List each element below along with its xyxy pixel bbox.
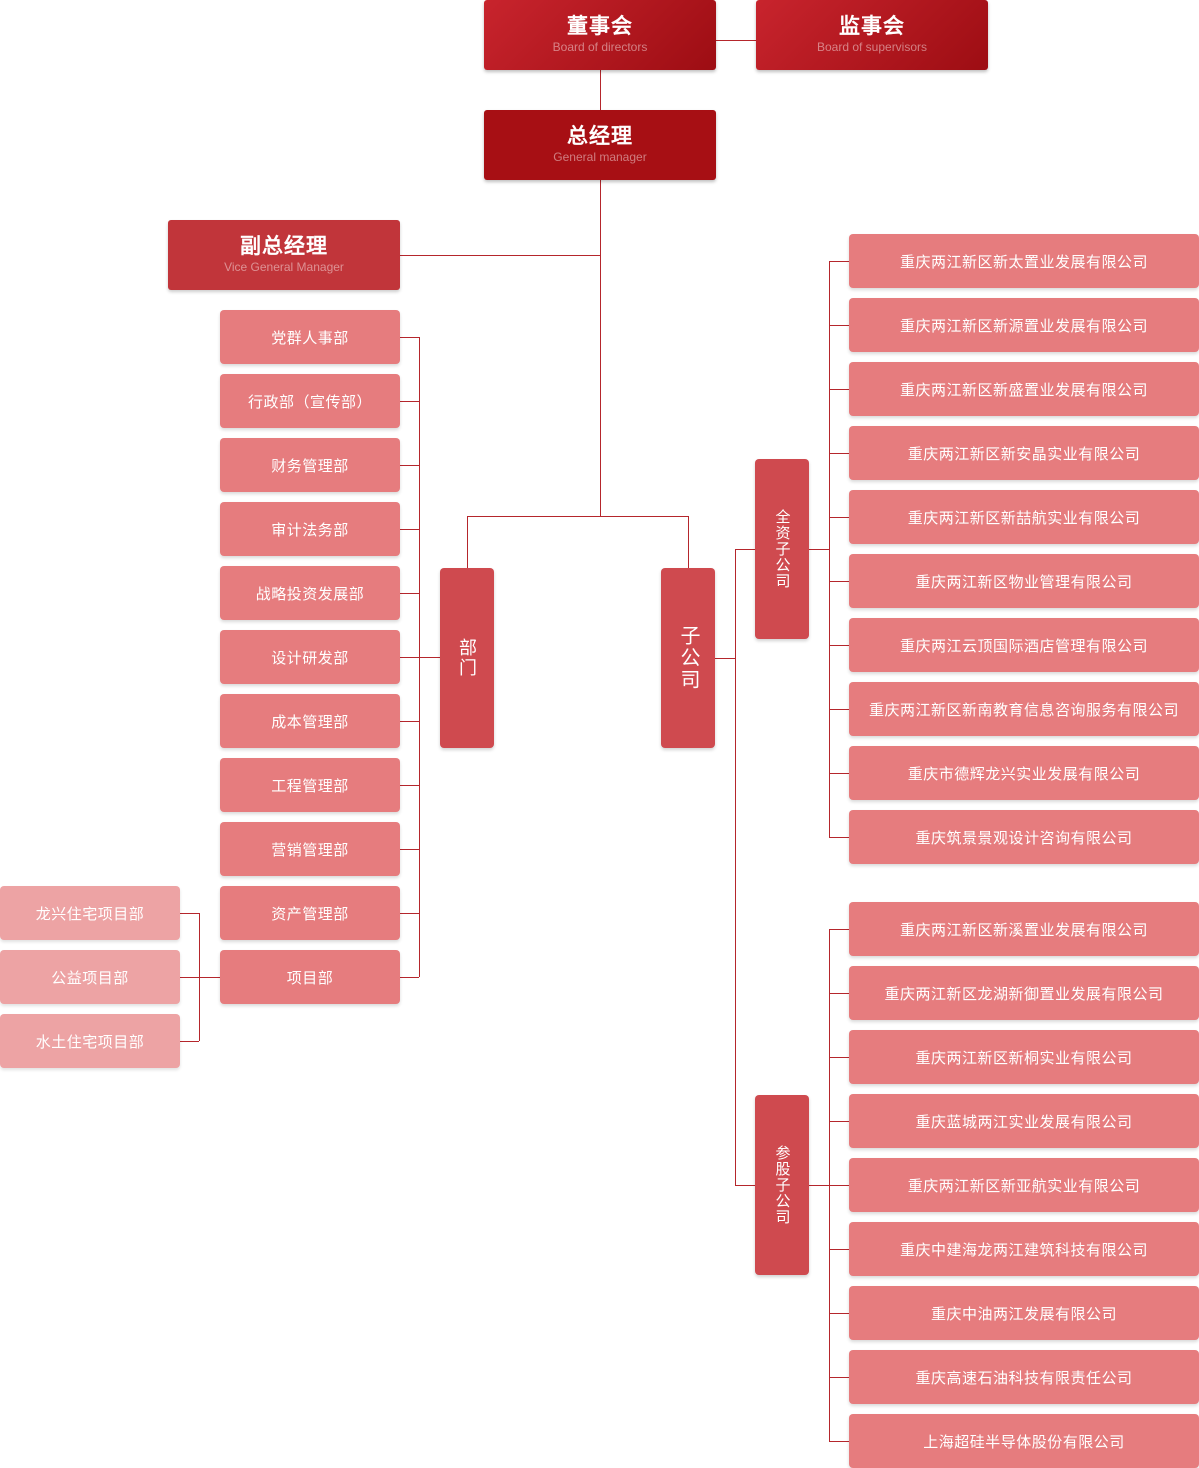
project-department-item: 公益项目部	[0, 950, 180, 1004]
equity-participation-company: 上海超硅半导体股份有限公司	[849, 1414, 1199, 1468]
wholly-owned-company: 重庆两江新区新安晶实业有限公司	[849, 426, 1199, 480]
wholly-owned-company: 重庆两江新区新喆航实业有限公司	[849, 490, 1199, 544]
wholly-owned-company: 重庆筑景景观设计咨询有限公司	[849, 810, 1199, 864]
board-title: 董事会	[567, 15, 633, 38]
board-of-supervisors-box: 监事会 Board of supervisors	[756, 0, 988, 70]
board-of-directors-box: 董事会 Board of directors	[484, 0, 716, 70]
equity-participation-company: 重庆中油两江发展有限公司	[849, 1286, 1199, 1340]
wholly-owned-company: 重庆两江新区新南教育信息咨询服务有限公司	[849, 682, 1199, 736]
equity-participation-category: 参股子公司	[755, 1095, 809, 1275]
equity-participation-company: 重庆蓝城两江实业发展有限公司	[849, 1094, 1199, 1148]
wholly-owned-company: 重庆市德辉龙兴实业发展有限公司	[849, 746, 1199, 800]
department-item: 党群人事部	[220, 310, 400, 364]
department-item: 成本管理部	[220, 694, 400, 748]
department-item: 设计研发部	[220, 630, 400, 684]
wholly-owned-company: 重庆两江新区物业管理有限公司	[849, 554, 1199, 608]
department-item: 行政部（宣传部）	[220, 374, 400, 428]
project-department-item: 龙兴住宅项目部	[0, 886, 180, 940]
wholly-owned-company: 重庆两江新区新盛置业发展有限公司	[849, 362, 1199, 416]
general-manager-subtitle: General manager	[553, 150, 647, 164]
vice-general-manager-subtitle: Vice General Manager	[224, 260, 344, 274]
department-item: 财务管理部	[220, 438, 400, 492]
department-item: 审计法务部	[220, 502, 400, 556]
department-item: 项目部	[220, 950, 400, 1004]
equity-participation-company: 重庆中建海龙两江建筑科技有限公司	[849, 1222, 1199, 1276]
wholly-owned-company: 重庆两江云顶国际酒店管理有限公司	[849, 618, 1199, 672]
department-item: 战略投资发展部	[220, 566, 400, 620]
supervisors-subtitle: Board of supervisors	[816, 40, 928, 54]
supervisors-title: 监事会	[839, 15, 905, 38]
wholly-owned-category: 全资子公司	[755, 459, 809, 639]
wholly-owned-company: 重庆两江新区新源置业发展有限公司	[849, 298, 1199, 352]
project-department-item: 水土住宅项目部	[0, 1014, 180, 1068]
wholly-owned-company: 重庆两江新区新太置业发展有限公司	[849, 234, 1199, 288]
equity-participation-company: 重庆两江新区新溪置业发展有限公司	[849, 902, 1199, 956]
equity-participation-company: 重庆高速石油科技有限责任公司	[849, 1350, 1199, 1404]
vice-general-manager-box: 副总经理 Vice General Manager	[168, 220, 400, 290]
vice-general-manager-title: 副总经理	[240, 235, 328, 258]
equity-participation-company: 重庆两江新区新桐实业有限公司	[849, 1030, 1199, 1084]
subsidiaries-category: 子公司	[661, 568, 715, 748]
general-manager-box: 总经理 General manager	[484, 110, 716, 180]
department-item: 资产管理部	[220, 886, 400, 940]
board-subtitle: Board of directors	[552, 40, 648, 54]
equity-participation-company: 重庆两江新区新亚航实业有限公司	[849, 1158, 1199, 1212]
departments-category: 部门	[440, 568, 494, 748]
department-item: 工程管理部	[220, 758, 400, 812]
equity-participation-company: 重庆两江新区龙湖新御置业发展有限公司	[849, 966, 1199, 1020]
general-manager-title: 总经理	[567, 125, 633, 148]
department-item: 营销管理部	[220, 822, 400, 876]
